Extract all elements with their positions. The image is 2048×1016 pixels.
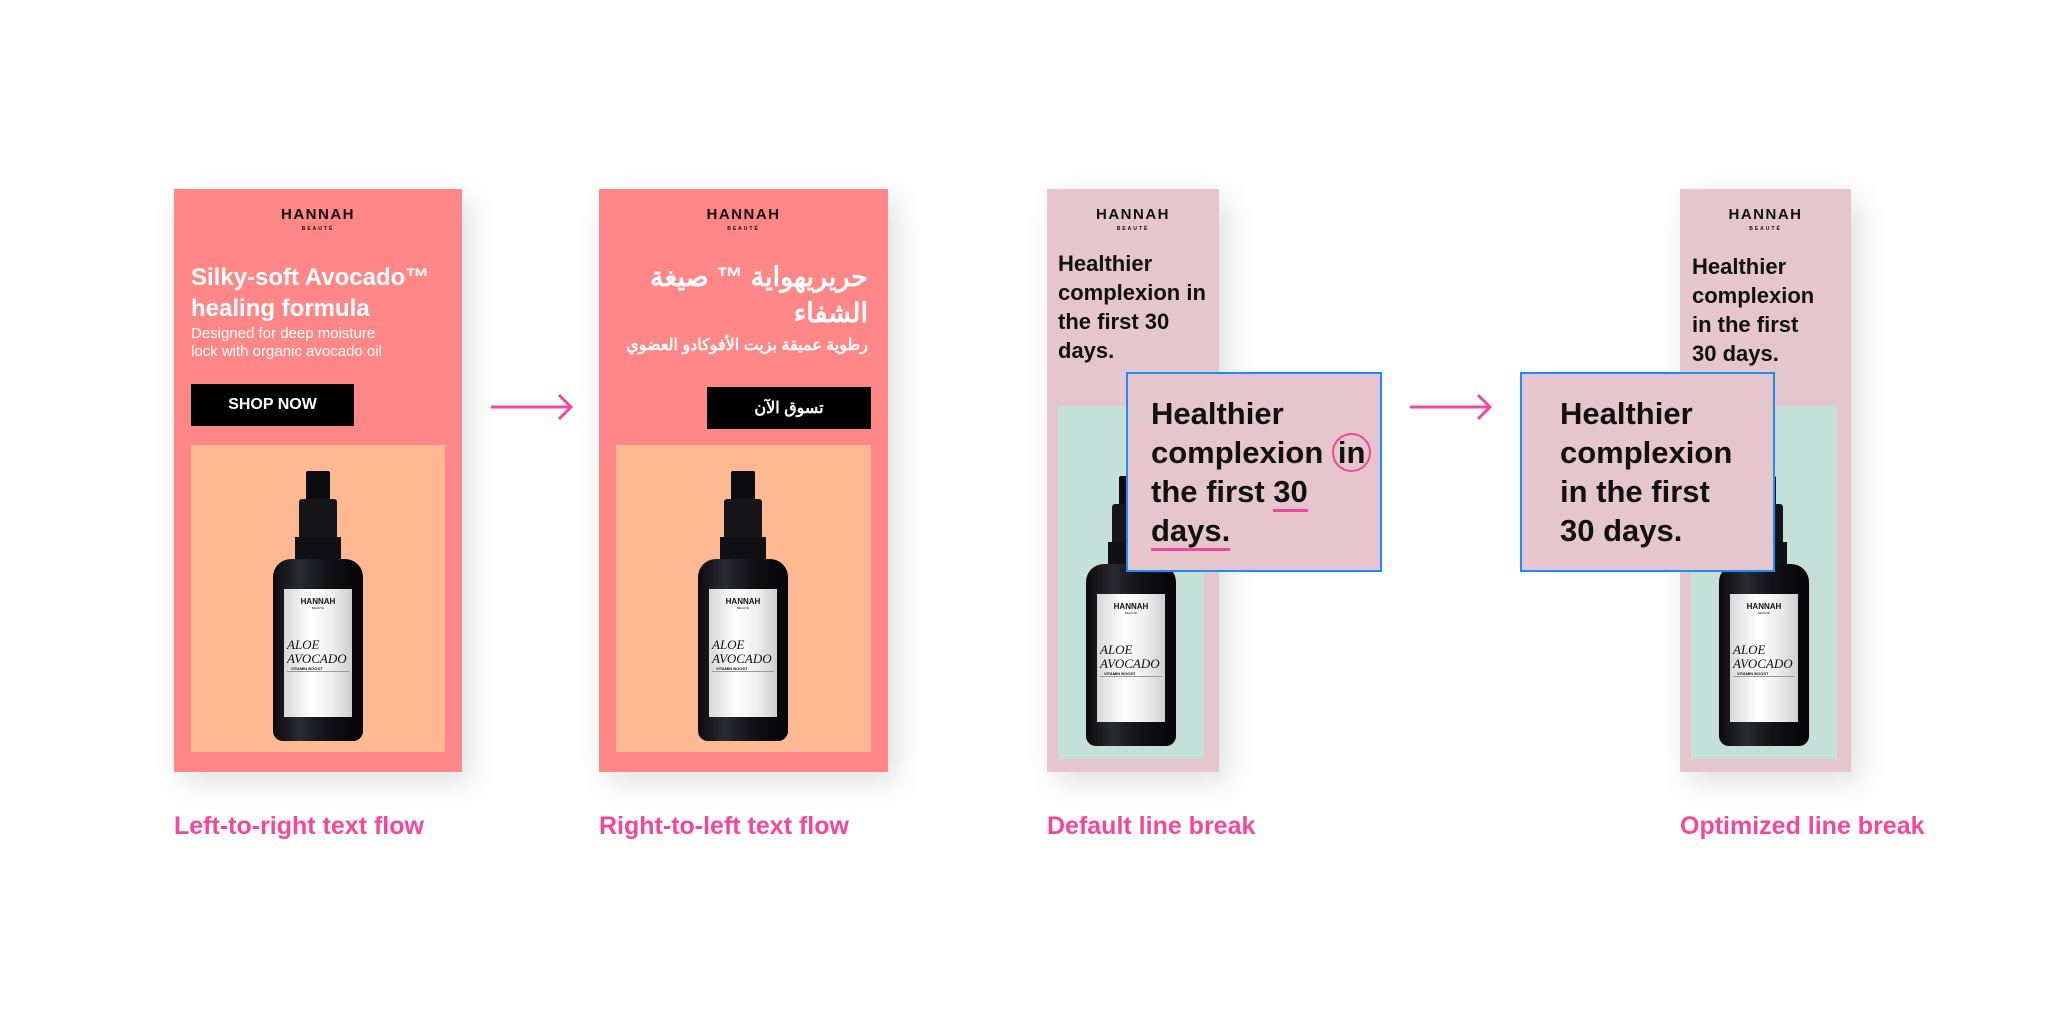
circled-orphan-word: in: [1331, 433, 1372, 472]
caption-optimized-break: Optimized line break: [1680, 812, 1925, 840]
caption-default-break: Default line break: [1047, 812, 1256, 840]
shop-now-button[interactable]: تسوق الآن: [707, 387, 871, 429]
underlined-word: days.: [1151, 513, 1231, 551]
shop-now-button[interactable]: SHOP NOW: [191, 384, 354, 426]
arrow-right-icon: [1410, 393, 1493, 421]
arrow-right-icon: [491, 393, 574, 421]
headline: حريريهواية ™ صيغة الشفاء: [650, 262, 868, 328]
caption-ltr: Left-to-right text flow: [174, 812, 424, 840]
callout-default-break: Healthier complexion in the first 30 day…: [1126, 372, 1382, 572]
caption-rtl: Right-to-left text flow: [599, 812, 849, 840]
underlined-word: 30: [1273, 474, 1308, 512]
subtitle: رطوية عميقة بزيت الأفوكادو العضوي: [626, 337, 868, 354]
headline: Silky-soft Avocado™ healing formula: [191, 264, 430, 322]
